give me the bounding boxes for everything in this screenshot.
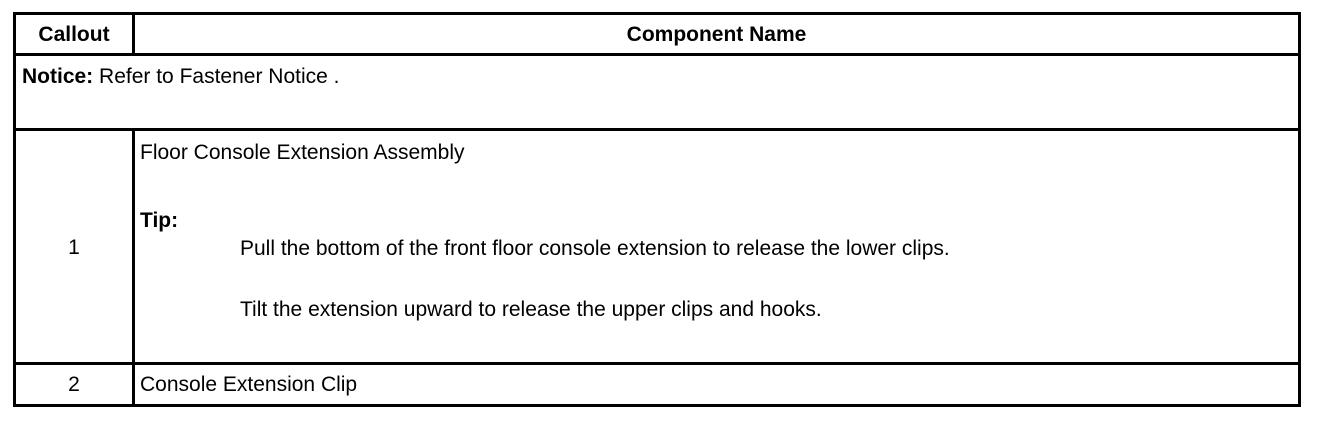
column-divider-body: [132, 128, 135, 404]
row-2-component-name: Console Extension Clip: [140, 373, 358, 396]
header-callout: Callout: [38, 23, 110, 46]
notice-label: Notice:: [22, 65, 94, 88]
row-1-callout: 1: [68, 236, 80, 259]
row-2-callout: 2: [68, 373, 80, 396]
row-divider: [16, 362, 1298, 365]
notice-line: Notice: Refer to Fastener Notice .: [22, 65, 339, 89]
component-table: Callout Component Name Notice: Refer to …: [13, 12, 1301, 407]
header-divider: [16, 53, 1298, 56]
notice-text: Refer to Fastener Notice .: [99, 65, 340, 88]
notice-divider: [16, 128, 1298, 131]
row-1-tip-2: Tilt the extension upward to release the…: [240, 298, 822, 321]
row-1-tip-label: Tip:: [140, 209, 179, 232]
header-component-name: Component Name: [626, 23, 807, 46]
row-1-component-name: Floor Console Extension Assembly: [140, 141, 465, 164]
column-divider-header: [132, 15, 135, 53]
row-1-tip-1: Pull the bottom of the front floor conso…: [240, 237, 950, 260]
